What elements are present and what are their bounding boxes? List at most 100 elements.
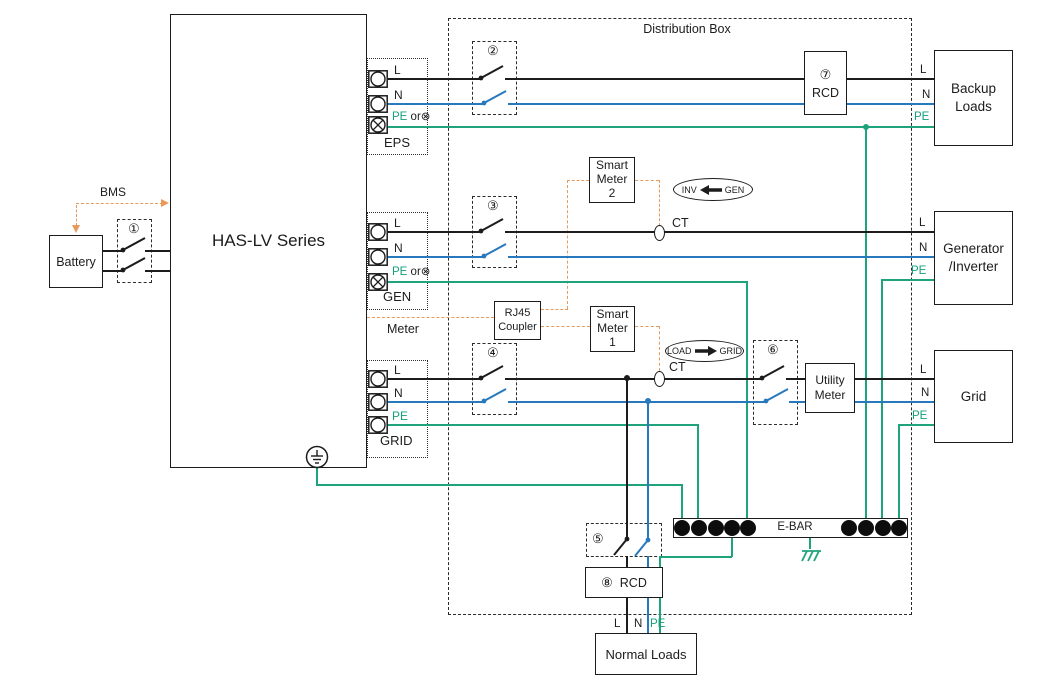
grid-endpoint-n-label: N	[921, 387, 930, 399]
inverter-earth-to-ebar	[681, 484, 683, 519]
grid-endpoint-pe-label: PE	[912, 410, 928, 422]
gen-port-name: GEN	[383, 289, 412, 304]
distribution-box-outline	[448, 18, 912, 615]
switch2-n-lever-icon	[481, 90, 507, 106]
switch6-l-lever-icon	[759, 365, 785, 381]
grid-pe-terminal-icon	[368, 416, 388, 434]
ct-grid-icon	[654, 371, 665, 387]
gen-flow-badge: INV GEN	[673, 178, 753, 201]
grid-n-wire	[508, 401, 766, 403]
switch4-n-lever-icon	[481, 388, 507, 404]
backup-pe-label: PE	[914, 111, 930, 123]
eps-n-wire	[388, 103, 484, 105]
generator-pe-wire	[881, 279, 934, 281]
pe-text: PE	[392, 266, 408, 278]
gen-port-group	[367, 212, 428, 310]
bms-arrow-down-icon	[72, 225, 80, 233]
battery-box: Battery	[49, 235, 103, 288]
utility-meter-box: Utility Meter	[805, 363, 855, 413]
rcd-normal-box: ⑧ RCD	[585, 567, 663, 598]
switch2-number: ②	[487, 43, 499, 58]
generator-label: /Inverter	[948, 259, 999, 274]
switch5-n-lever-icon	[634, 537, 651, 557]
bms-comm-drop	[76, 205, 77, 226]
inverter-earth-drop	[316, 466, 318, 485]
bms-arrow-right-icon	[161, 199, 169, 207]
switch4-number: ④	[487, 345, 499, 360]
smart-meter-1-label: 1	[609, 334, 616, 349]
eps-l-wire	[847, 78, 934, 80]
bms-label: BMS	[100, 185, 127, 199]
ebar-terminal-dot	[891, 520, 907, 536]
grid-port-name: GRID	[380, 433, 413, 448]
eps-pe-label: PE or⊗	[392, 111, 430, 124]
pe-text: PE	[392, 111, 408, 123]
eps-port-group	[367, 58, 428, 155]
grid-port-group	[367, 360, 428, 458]
eps-port-name: EPS	[384, 135, 411, 150]
grid-l-wire	[505, 378, 762, 380]
switch3-n-lever-icon	[481, 243, 507, 259]
eps-n-wire	[508, 103, 804, 105]
sm2-ct-v	[659, 180, 660, 226]
smart-meter-1-label: Meter	[597, 321, 628, 336]
battery-wire	[103, 270, 123, 272]
grid-box: Grid	[934, 350, 1013, 443]
generator-pe-label: PE	[911, 265, 927, 277]
ebar-terminal-dot	[740, 520, 756, 536]
grid-l-wire	[786, 378, 805, 380]
normal-loads-label: Normal Loads	[605, 646, 687, 662]
rj45-sm2-v	[567, 180, 568, 309]
grid-n-label: N	[394, 386, 403, 400]
normal-pe-label: PE	[650, 618, 666, 630]
switch2-l-lever-icon	[478, 65, 504, 81]
rj45-sm1-h	[541, 326, 590, 327]
pe-or-text: or⊗	[410, 111, 431, 123]
utility-meter-label: Utility	[815, 373, 845, 387]
switch4-l-lever-icon	[478, 365, 504, 381]
gen-l-wire	[388, 231, 481, 233]
grid-box-pe-to-ebar	[898, 424, 900, 519]
grid-l-wire	[855, 378, 934, 380]
normal-loads-box: Normal Loads	[595, 633, 697, 675]
gen-n-wire	[508, 256, 934, 258]
rcd-normal-label: RCD	[619, 575, 647, 590]
normal-n-wire	[647, 401, 649, 538]
inverter-box: HAS-LV Series	[170, 14, 367, 468]
arrow-right-icon	[694, 346, 717, 356]
ebar-terminal-dot	[841, 520, 857, 536]
gen-n-wire	[388, 256, 484, 258]
eps-l-wire	[388, 78, 481, 80]
switch3-number: ③	[487, 198, 499, 213]
gen-l-label: L	[394, 216, 401, 230]
ebar-ground-drop	[809, 538, 811, 549]
grid-n-wire	[388, 401, 484, 403]
normal-l-label: L	[614, 618, 621, 630]
switch1-lever-icon	[120, 237, 146, 253]
generator-l-label: L	[919, 217, 926, 229]
grid-label: Grid	[960, 389, 987, 404]
backup-l-label: L	[920, 64, 927, 76]
smart-meter-2-box: Smart Meter 2	[589, 157, 635, 203]
switch6-number: ⑥	[767, 342, 779, 357]
smart-meter-1-box: Smart Meter 1	[590, 306, 635, 352]
gen-n-label: N	[394, 241, 403, 255]
inverter-name: HAS-LV Series	[211, 231, 326, 250]
ebar-ground-icon	[801, 550, 821, 562]
grid-pe-label: PE	[392, 409, 409, 423]
battery-wire	[145, 250, 170, 252]
rj45-coupler-box: RJ45 Coupler	[494, 301, 541, 340]
gen-flow-gen-label: GEN	[724, 184, 745, 195]
switch6-n-lever-icon	[763, 388, 789, 404]
grid-endpoint-l-label: L	[920, 364, 927, 376]
backup-n-label: N	[922, 89, 931, 101]
ct-grid-label: CT	[669, 360, 686, 374]
generator-n-label: N	[919, 242, 928, 254]
pe-junction-dot	[863, 124, 869, 130]
gen-pe-terminal-icon	[368, 273, 388, 291]
backup-loads-label: Backup	[950, 81, 997, 97]
generator-pe-to-ebar	[881, 279, 883, 519]
ebar-terminal-dot	[724, 520, 740, 536]
earth-symbol-icon	[305, 445, 329, 469]
